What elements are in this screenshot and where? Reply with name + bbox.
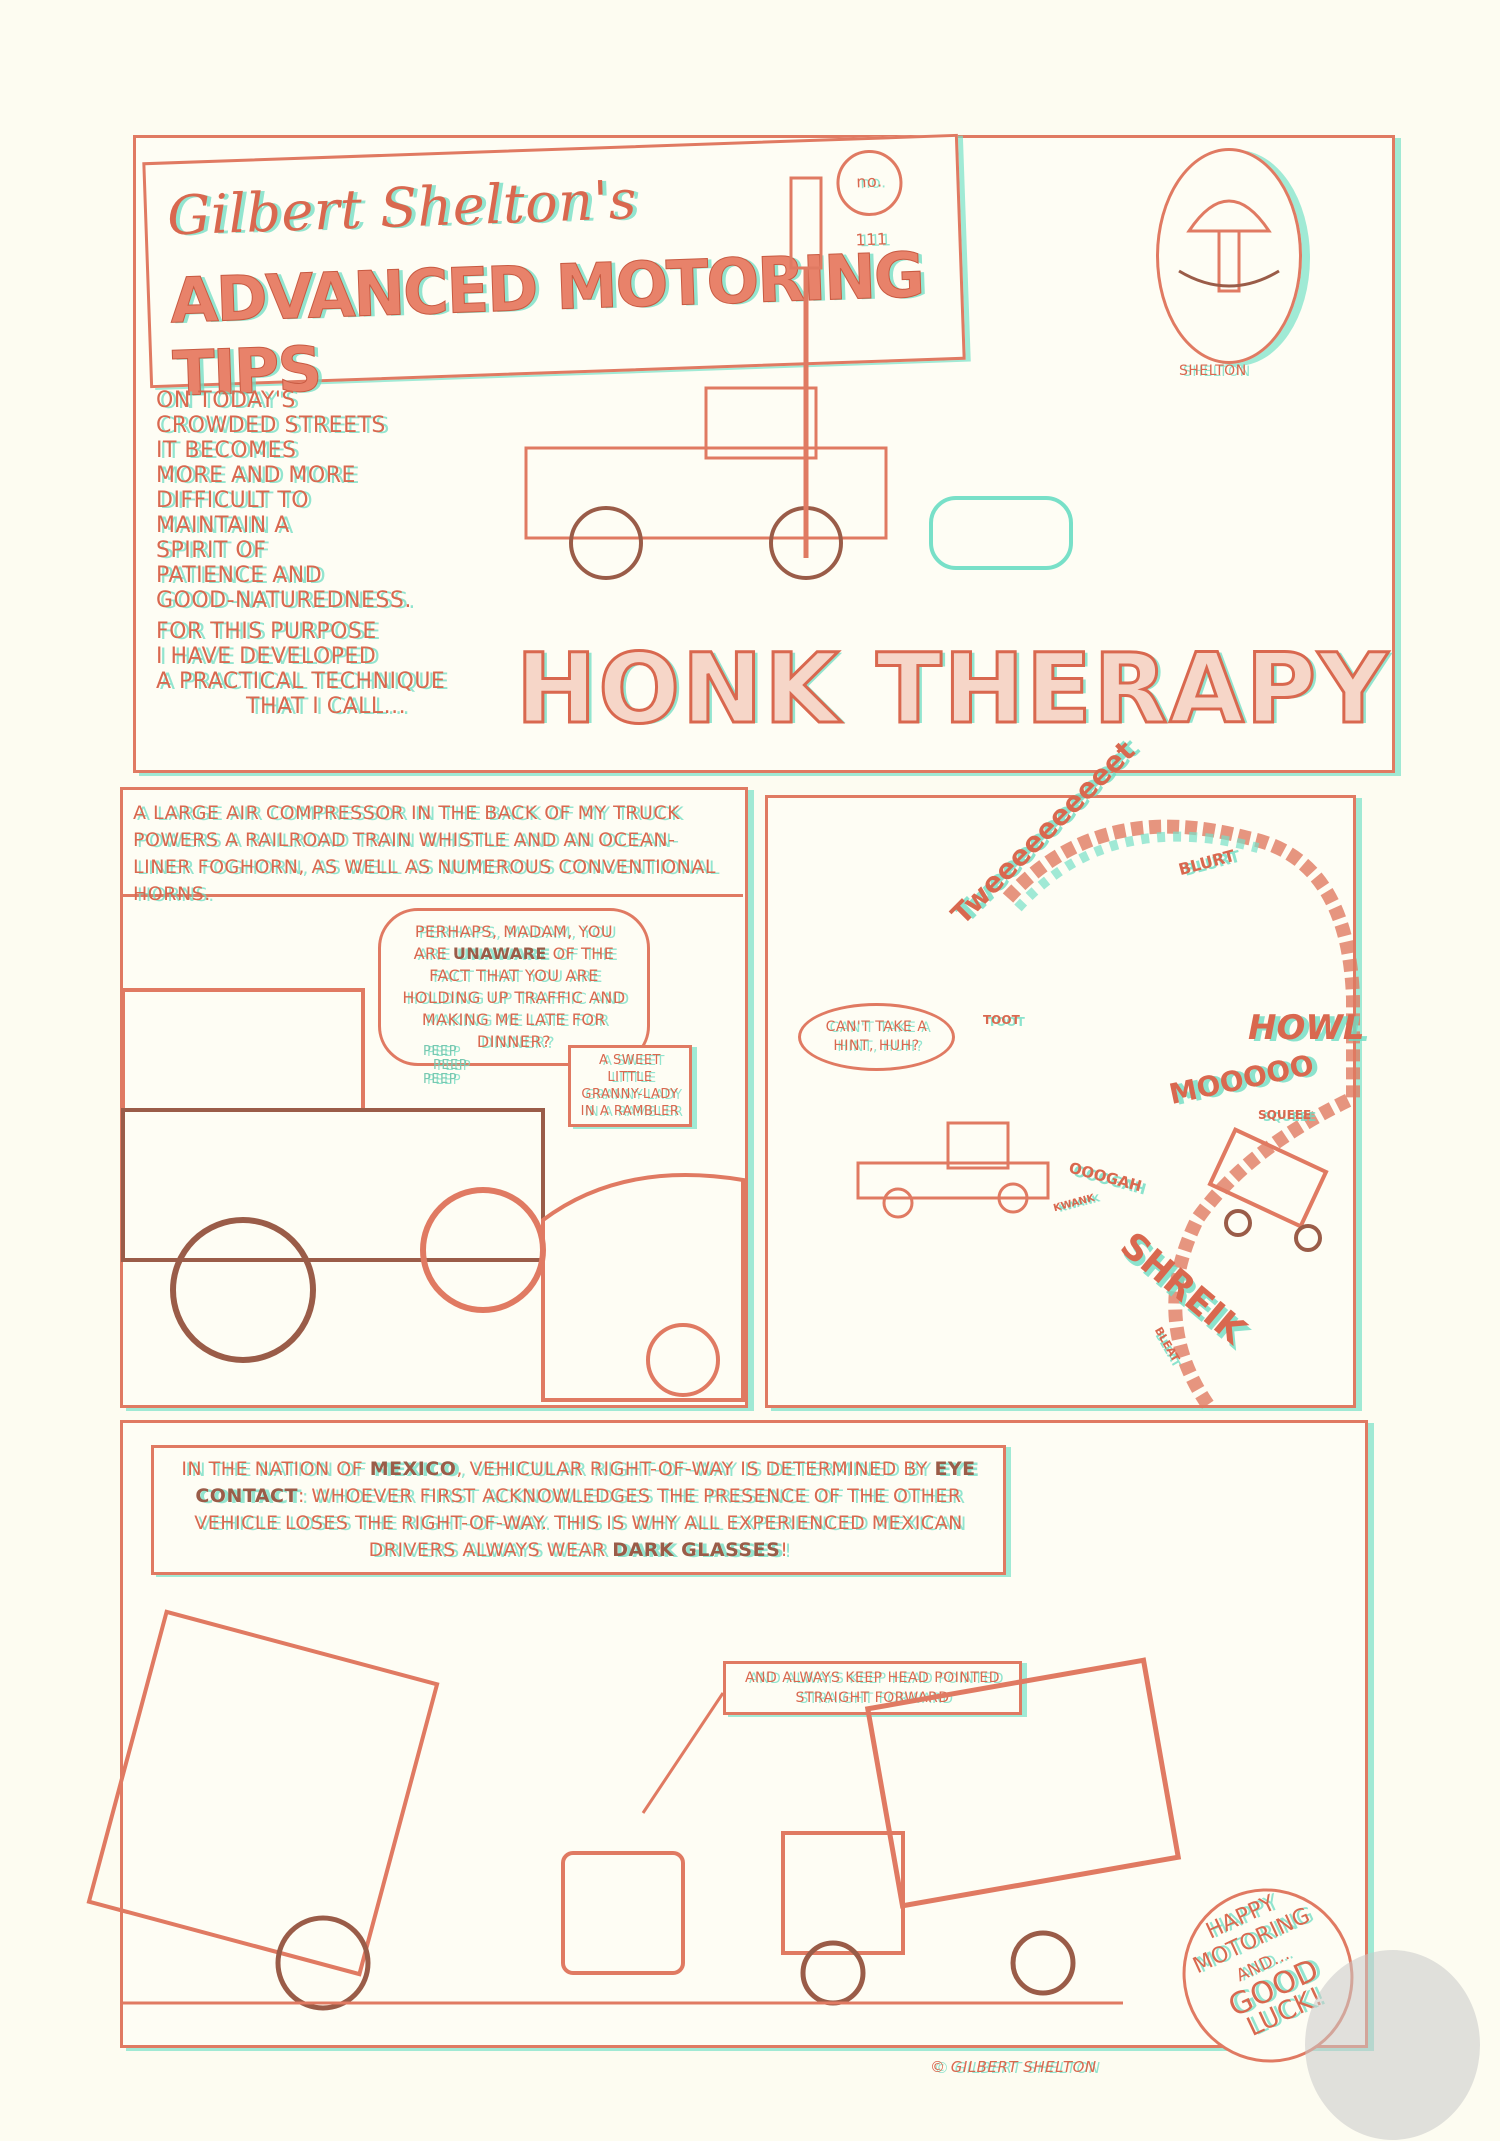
sfx-squee: Squeee bbox=[1258, 1108, 1312, 1122]
speech-text: Perhaps, madam, you are bbox=[413, 922, 614, 963]
speech-bubble-hint: Can't take a hint, huh? bbox=[798, 1003, 955, 1071]
sfx-toot: Toot bbox=[983, 1013, 1020, 1027]
caption-text: In the nation of bbox=[181, 1458, 370, 1480]
caption-emphasis: dark glasses bbox=[612, 1539, 781, 1561]
narration-line: that I call... bbox=[246, 694, 407, 719]
shelton-emblem: Shelton bbox=[1156, 148, 1302, 379]
panel-2: A large air compressor in the back of my… bbox=[120, 787, 748, 1408]
caption-text: : whoever first acknowledges the presenc… bbox=[194, 1485, 963, 1561]
narration-line: patience and bbox=[156, 563, 323, 588]
narration-line: I have developed bbox=[156, 644, 377, 669]
narration-line: a practical technique bbox=[156, 669, 446, 694]
emblem-label: Shelton bbox=[1179, 363, 1247, 379]
caption-text: , vehicular right-of-way is determined b… bbox=[456, 1458, 935, 1480]
granny-label: A sweet little granny-lady in a Rambler bbox=[568, 1045, 692, 1127]
narration-line: difficult to bbox=[156, 488, 310, 513]
caption-text: ! bbox=[780, 1539, 789, 1561]
peep-sfx: Peep Peep Peep bbox=[423, 1045, 467, 1087]
narration-line: good-naturedness. bbox=[156, 588, 412, 613]
panel-4-caption: In the nation of Mexico, vehicular right… bbox=[151, 1445, 1006, 1575]
truck-illustration bbox=[524, 386, 1073, 580]
crashing-car-illustration bbox=[1207, 1127, 1329, 1252]
author-script: Gilbert Shelton's bbox=[166, 168, 638, 248]
street-scene-illustration bbox=[86, 1609, 1182, 2011]
speech-text: of the fact that you are holding up traf… bbox=[402, 944, 626, 1051]
narration-line: For this purpose bbox=[156, 619, 377, 644]
copyright: © Gilbert Shelton bbox=[930, 2058, 1097, 2076]
panel-3: Tweeeeeeeeeet Blurt Howl Mooooo Squeee T… bbox=[765, 734, 1365, 1409]
issue-badge: no. 111 bbox=[835, 148, 904, 249]
sfx-text: Peep bbox=[433, 1058, 468, 1073]
sfx-howl: Howl bbox=[1248, 1008, 1365, 1048]
narration-line: crowded streets bbox=[156, 413, 386, 438]
traffic-light-illustration bbox=[789, 176, 823, 558]
speech-emphasis: unaware bbox=[452, 944, 547, 963]
truck-closeup-illustration bbox=[121, 988, 745, 1402]
narration: On today's crowded streets it becomes mo… bbox=[156, 388, 445, 719]
caption-emphasis: Mexico bbox=[369, 1458, 457, 1480]
panel-4: In the nation of Mexico, vehicular right… bbox=[86, 1420, 1383, 2091]
title-banner: Gilbert Shelton's Advanced Motoring Tips… bbox=[142, 133, 966, 411]
narration-line: more and more bbox=[156, 463, 356, 488]
honk-therapy-title: Honk Therapy bbox=[515, 632, 1390, 747]
narration-line: On today's bbox=[156, 388, 296, 413]
narration-line: maintain a bbox=[156, 513, 290, 538]
sfx-text: Peep bbox=[423, 1072, 458, 1087]
narration-line: it becomes bbox=[156, 438, 297, 463]
watermark-logo-icon bbox=[1305, 1950, 1480, 2140]
narration-line: spirit of bbox=[156, 538, 267, 563]
panel-2-caption: A large air compressor in the back of my… bbox=[123, 790, 743, 905]
noise-cloud-illustration bbox=[1002, 819, 1360, 1409]
caption-emphasis: eye contact bbox=[195, 1458, 976, 1507]
speech-bubble: Perhaps, madam, you are unaware of the f… bbox=[378, 908, 650, 1066]
head-forward-label: And always keep head pointed straight fo… bbox=[723, 1661, 1022, 1715]
truck-small-illustration bbox=[856, 1121, 1050, 1219]
panel-1: Gilbert Shelton's Advanced Motoring Tips… bbox=[133, 133, 1395, 773]
sfx-text: Peep bbox=[423, 1044, 458, 1059]
mushroom-icon bbox=[1178, 199, 1280, 293]
